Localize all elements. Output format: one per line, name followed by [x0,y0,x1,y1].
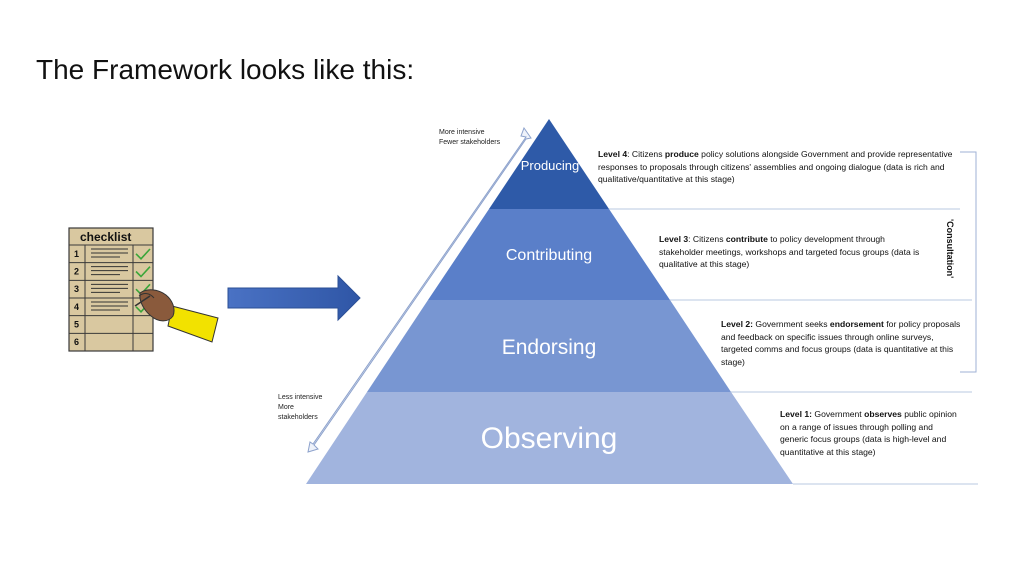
note-less-intensive: Less intensive [278,394,322,401]
level4-prefix: Level 4 [598,149,628,159]
label-endorsing: Endorsing [502,336,597,359]
checkmark-icon [135,248,151,260]
note-more: More [278,404,294,411]
checklist-title: checklist [80,230,131,244]
level2-prefix: Level 2: [721,319,754,329]
level1-description: Level 1: Government observes public opin… [780,408,960,458]
checklist-row-number: 1 [74,249,79,259]
consultation-bracket [960,151,977,373]
checklist-row-number: 6 [74,337,79,347]
level-dividers [609,208,978,485]
checklist-illustration: checklist 1 2 3 4 5 6 [68,227,154,352]
level3-keyword: contribute [725,234,768,244]
level1-text-a: Government [812,409,865,419]
note-stakeholders: stakeholders [278,414,318,421]
level3-prefix: Level 3 [659,234,689,244]
level4-keyword: produce [664,149,699,159]
level1-text-b: public opinion on a range of issues thro… [780,409,957,457]
note-more-intensive: More intensive [439,129,485,136]
level1-prefix: Level 1: [780,409,813,419]
right-arrow-icon [227,274,361,322]
level2-text-b: for policy proposals and feedback on spe… [721,319,961,367]
checklist-paper [68,227,154,352]
label-observing: Observing [481,422,618,455]
slide-title: The Framework looks like this: [36,54,415,85]
pyramid: Producing Contributing Endorsing Observi… [306,119,793,484]
note-fewer-stakeholders: Fewer stakeholders [439,139,501,146]
checkmark-icon [135,266,151,278]
hand-icon [134,289,219,343]
level2-text-a: Government seeks [753,319,830,329]
level2-description: Level 2: Government seeks endorsement fo… [721,318,966,368]
level3-text-b: to policy development through stakeholde… [659,234,920,270]
level3-description: Level 3: Citizens contribute to policy d… [659,233,929,271]
checklist-row-number: 5 [74,320,79,330]
pyramid-level-producing [489,119,609,209]
intensity-double-arrow [307,126,532,453]
level4-text-a: : Citizens [627,149,665,159]
label-producing: Producing [521,158,580,173]
level1-keyword: observes [864,409,902,419]
checklist-row-number: 4 [74,302,79,312]
checklist-row-number: 2 [74,267,79,277]
pyramid-level-observing [306,392,793,484]
label-contributing: Contributing [506,247,592,264]
consultation-label: 'Consultation' [945,219,955,279]
pyramid-level-endorsing [367,300,731,392]
level2-keyword: endorsement [829,319,884,329]
checklist-row-number: 3 [74,284,79,294]
level3-text-a: : Citizens [688,234,726,244]
pyramid-level-contributing [428,209,670,300]
level4-description: Level 4: Citizens produce policy solutio… [598,148,953,186]
level4-text-b: policy solutions alongside Government an… [598,149,953,185]
